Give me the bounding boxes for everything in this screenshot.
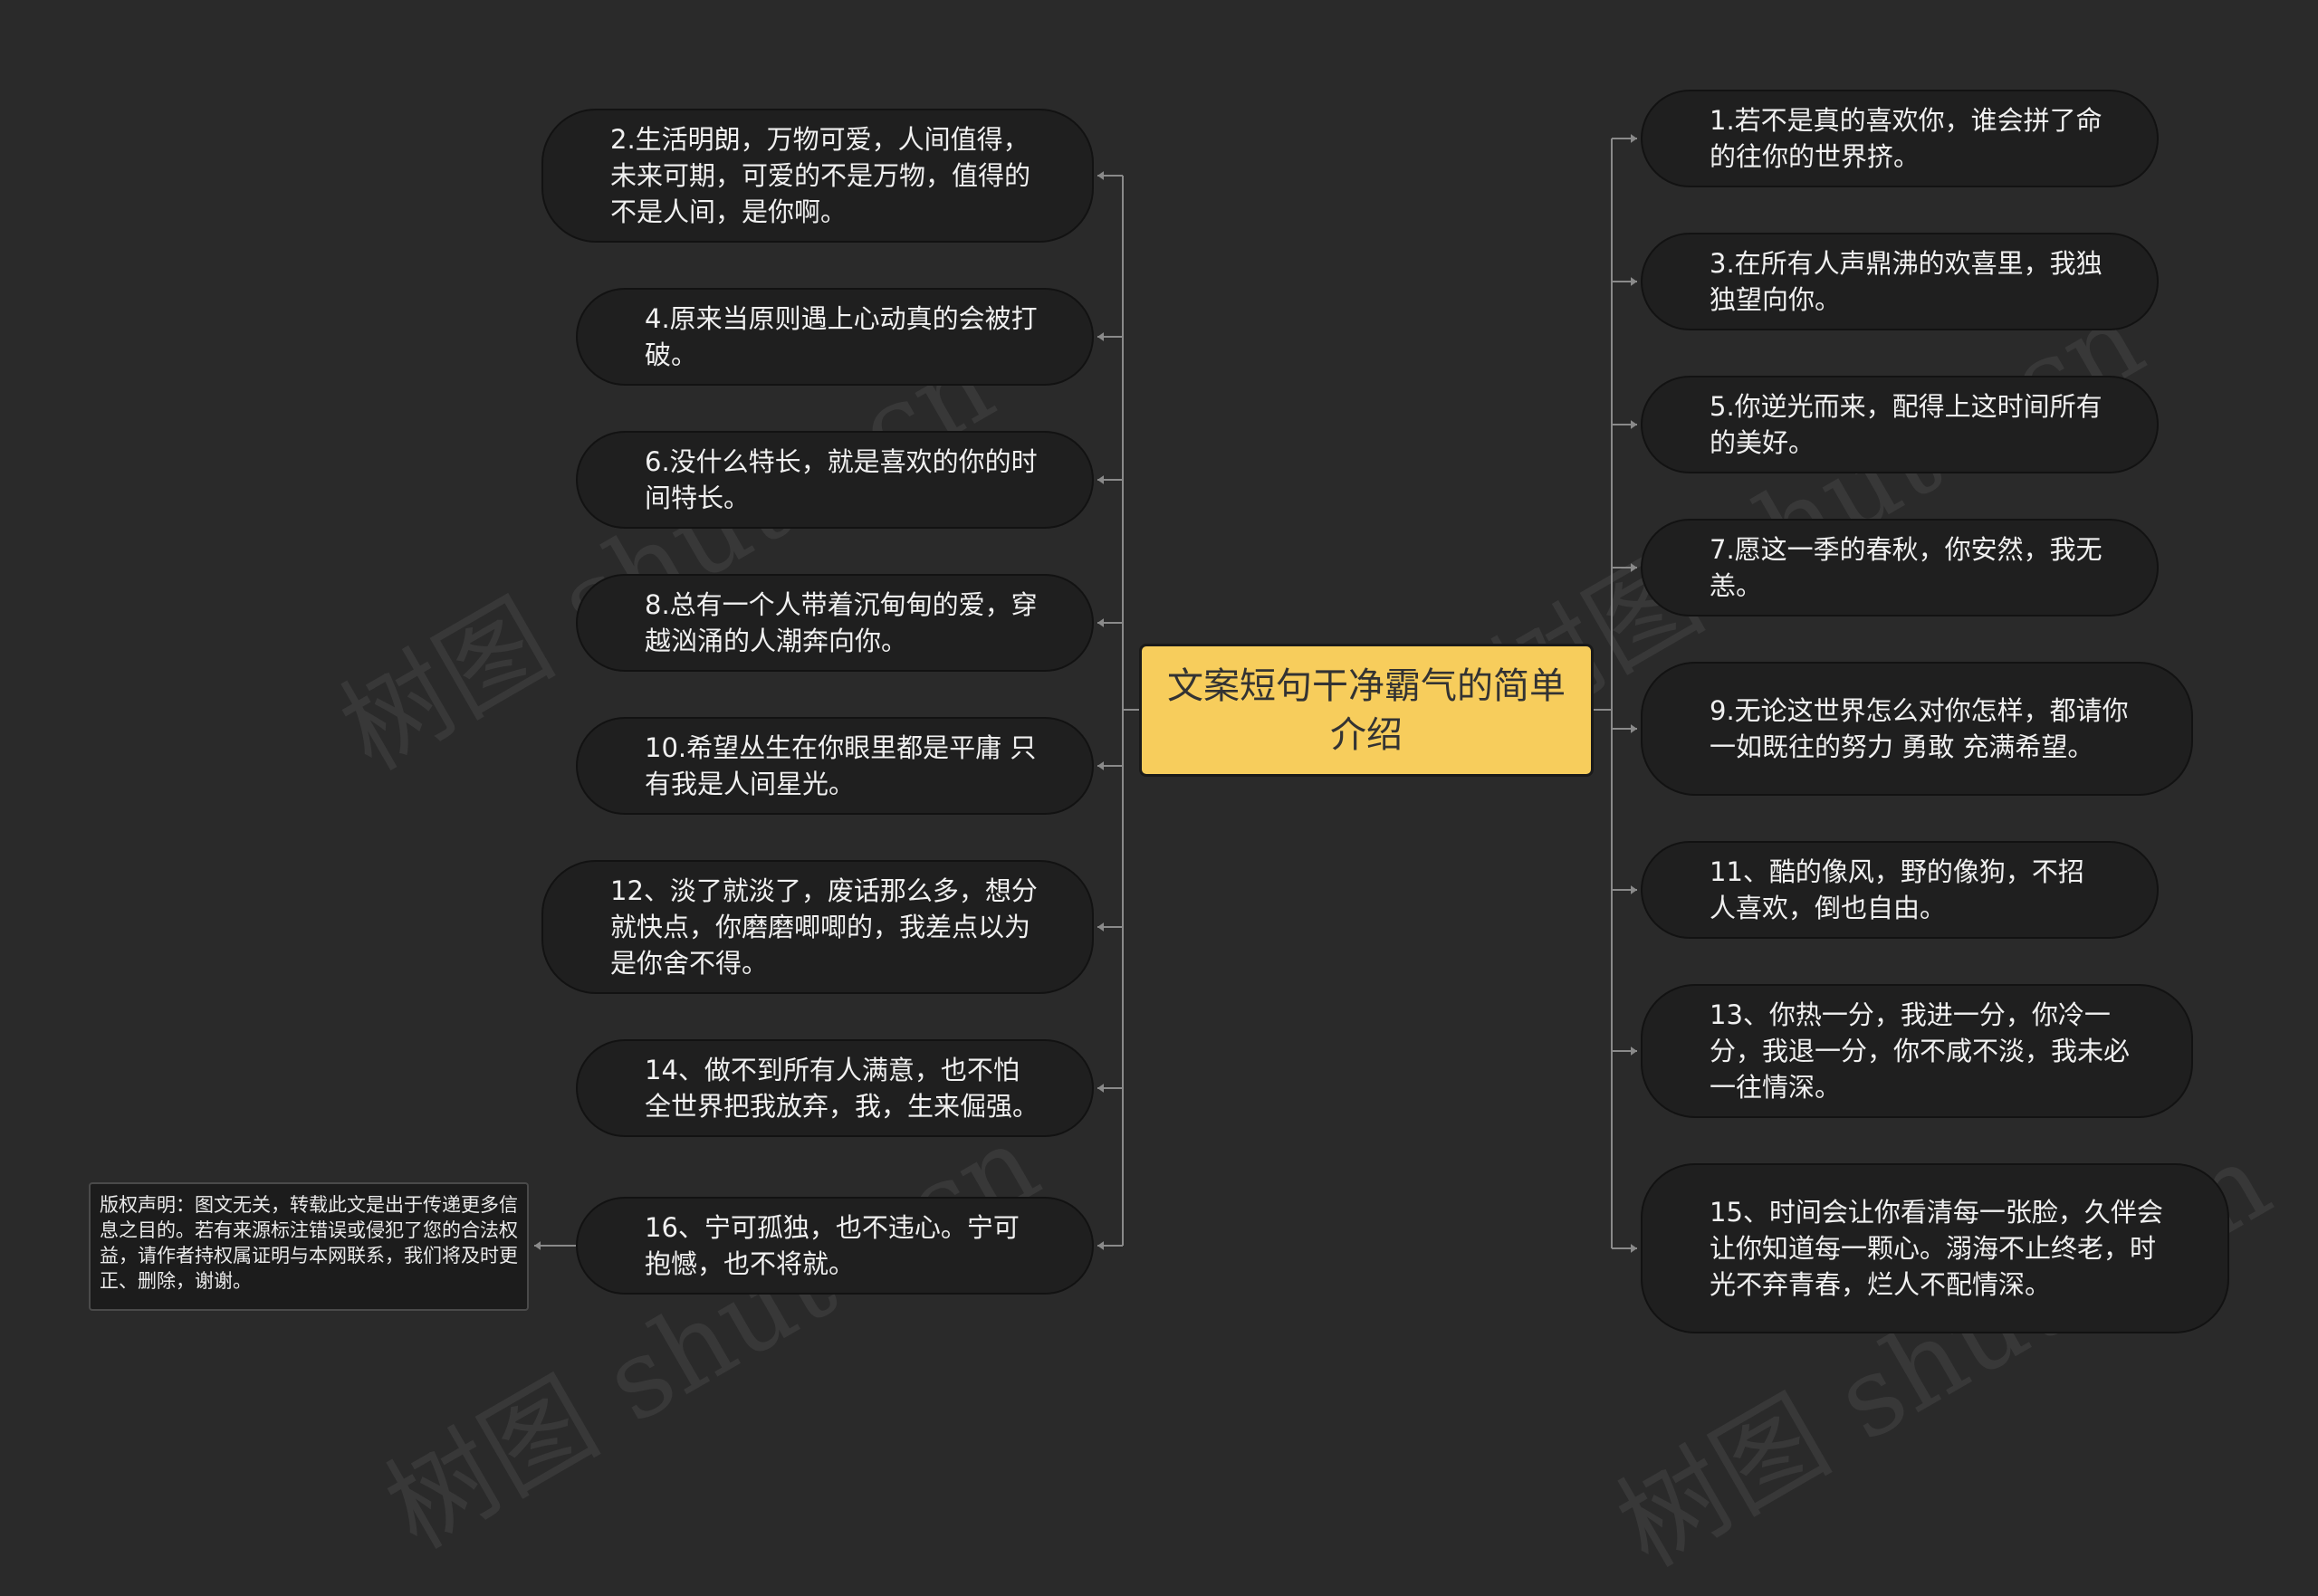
connector-arrowhead [534, 1241, 541, 1250]
connector-arrowhead [1097, 171, 1104, 180]
connector-arrowhead [1631, 277, 1637, 286]
central-topic[interactable]: 文案短句干净霸气的简单介绍 [1139, 644, 1594, 777]
topic-node-left[interactable]: 2.生活明朗，万物可爱，人间值得，未来可期，可爱的不是万物，值得的不是人间，是你… [541, 109, 1094, 243]
topic-node-label: 11、酷的像风，野的像狗，不招人喜欢，倒也自由。 [1710, 856, 2084, 923]
topic-node-right[interactable]: 7.愿这一季的春秋，你安然，我无恙。 [1641, 519, 2159, 616]
watermark: 树图 shutu.cn [366, 1101, 1059, 1573]
topic-node-label: 10.希望丛生在你眼里都是平庸 只有我是人间星光。 [645, 732, 1037, 799]
topic-node-left[interactable]: 14、做不到所有人满意，也不怕全世界把我放弃，我，生来倔强。 [576, 1039, 1094, 1137]
connector-arrowhead [1631, 1046, 1637, 1056]
connector-arrowhead [1631, 134, 1637, 143]
connector-arrowhead [1631, 885, 1637, 894]
topic-node-label: 1.若不是真的喜欢你，谁会拼了命的往你的世界挤。 [1710, 105, 2102, 172]
topic-node-left[interactable]: 4.原来当原则遇上心动真的会被打破。 [576, 288, 1094, 386]
topic-node-left[interactable]: 8.总有一个人带着沉甸甸的爱，穿越汹涌的人潮奔向你。 [576, 574, 1094, 672]
topic-node-left[interactable]: 6.没什么特长，就是喜欢的你的时间特长。 [576, 431, 1094, 529]
topic-node-label: 8.总有一个人带着沉甸甸的爱，穿越汹涌的人潮奔向你。 [645, 589, 1038, 656]
connector-arrowhead [1631, 1244, 1637, 1253]
topic-node-right[interactable]: 13、你热一分，我进一分，你冷一分，我退一分，你不咸不淡，我未必一往情深。 [1641, 984, 2193, 1118]
connector-arrowhead [1097, 618, 1104, 627]
topic-node-left[interactable]: 16、宁可孤独，也不违心。宁可抱憾，也不将就。 [576, 1197, 1094, 1295]
topic-node-label: 3.在所有人声鼎沸的欢喜里，我独独望向你。 [1710, 248, 2102, 315]
connector-arrowhead [1097, 1084, 1104, 1093]
topic-node-right[interactable]: 3.在所有人声鼎沸的欢喜里，我独独望向你。 [1641, 233, 2159, 330]
connector-arrowhead [1097, 332, 1104, 341]
central-topic-label: 文案短句干净霸气的简单介绍 [1167, 664, 1566, 756]
topic-node-label: 5.你逆光而来，配得上这时间所有的美好。 [1710, 391, 2102, 458]
connector-arrowhead [1097, 475, 1104, 484]
topic-node-right[interactable]: 9.无论这世界怎么对你怎样，都请你一如既往的努力 勇敢 充满希望。 [1641, 662, 2193, 796]
mind-map: 树图 shutu.cn 树图 shutu.cn 树图 shutu.cn 树图 s… [89, 90, 2290, 1591]
connector-arrowhead [1631, 563, 1637, 572]
topic-node-right[interactable]: 1.若不是真的喜欢你，谁会拼了命的往你的世界挤。 [1641, 90, 2159, 187]
topic-node-label: 4.原来当原则遇上心动真的会被打破。 [645, 303, 1038, 370]
topic-node-label: 2.生活明朗，万物可爱，人间值得，未来可期，可爱的不是万物，值得的不是人间，是你… [610, 124, 1031, 227]
connector-arrowhead [1631, 724, 1637, 733]
topic-node-label: 7.愿这一季的春秋，你安然，我无恙。 [1710, 534, 2102, 601]
topic-node-left[interactable]: 12、淡了就淡了，废话那么多，想分就快点，你磨磨唧唧的，我差点以为是你舍不得。 [541, 860, 1094, 994]
topic-node-label: 9.无论这世界怎么对你怎样，都请你一如既往的努力 勇敢 充满希望。 [1710, 695, 2129, 762]
topic-node-left[interactable]: 10.希望丛生在你眼里都是平庸 只有我是人间星光。 [576, 717, 1094, 815]
connector-arrowhead [1097, 922, 1104, 932]
topic-node-right[interactable]: 5.你逆光而来，配得上这时间所有的美好。 [1641, 376, 2159, 473]
topic-node-right[interactable]: 11、酷的像风，野的像狗，不招人喜欢，倒也自由。 [1641, 841, 2159, 939]
topic-node-label: 12、淡了就淡了，废话那么多，想分就快点，你磨磨唧唧的，我差点以为是你舍不得。 [610, 875, 1038, 979]
topic-node-label: 15、时间会让你看清每一张脸，久伴会让你知道每一颗心。溺海不止终老，时光不弃青春… [1710, 1197, 2163, 1300]
connector-arrowhead [1631, 420, 1637, 429]
topic-node-label: 13、你热一分，我进一分，你冷一分，我退一分，你不咸不淡，我未必一往情深。 [1710, 999, 2131, 1103]
copyright-notice: 版权声明：图文无关，转载此文是出于传递更多信息之目的。若有来源标注错误或侵犯了您… [89, 1182, 529, 1311]
connector-arrowhead [1097, 761, 1104, 770]
topic-node-label: 14、做不到所有人满意，也不怕全世界把我放弃，我，生来倔强。 [645, 1055, 1039, 1122]
connector-arrowhead [1097, 1241, 1104, 1250]
topic-node-right[interactable]: 15、时间会让你看清每一张脸，久伴会让你知道每一颗心。溺海不止终老，时光不弃青春… [1641, 1163, 2229, 1333]
topic-node-label: 16、宁可孤独，也不违心。宁可抱憾，也不将就。 [645, 1212, 1020, 1279]
topic-node-label: 6.没什么特长，就是喜欢的你的时间特长。 [645, 446, 1038, 513]
